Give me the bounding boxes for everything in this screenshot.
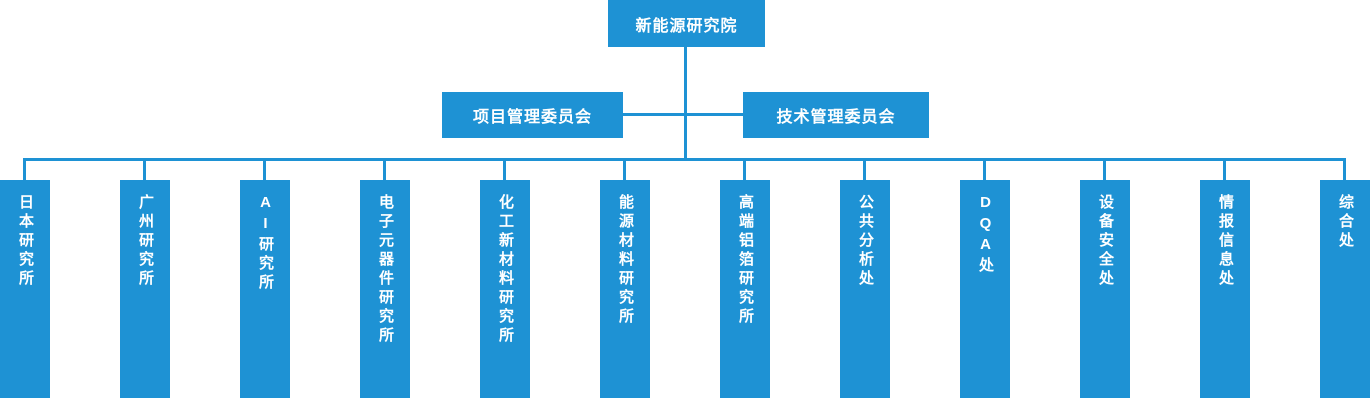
org-node-department-4[interactable]: 电子元器件研究所 <box>360 180 410 398</box>
org-node-root-label: 新能源研究院 <box>635 17 738 35</box>
connector-drop-9 <box>983 158 986 182</box>
connector-drop-1 <box>23 158 26 182</box>
connector-drop-7 <box>743 158 746 182</box>
org-node-department-11-label: 情报信息处 <box>1217 194 1234 289</box>
org-node-department-5[interactable]: 化工新材料研究所 <box>480 180 530 398</box>
connector-drop-8 <box>863 158 866 182</box>
connector-drop-4 <box>383 158 386 182</box>
connector-department-bus <box>23 158 1346 161</box>
connector-drop-11 <box>1223 158 1226 182</box>
org-node-department-12-label: 综合处 <box>1337 194 1354 251</box>
org-node-department-1-label: 日本研究所 <box>17 194 34 289</box>
connector-drop-6 <box>623 158 626 182</box>
connector-drop-12 <box>1343 158 1346 182</box>
org-node-committee-project-management[interactable]: 项目管理委员会 <box>442 92 623 138</box>
org-node-department-8[interactable]: 公共分析处 <box>840 180 890 398</box>
org-node-department-2[interactable]: 广州研究所 <box>120 180 170 398</box>
org-node-department-6-label: 能源材料研究所 <box>617 194 634 327</box>
org-node-department-6[interactable]: 能源材料研究所 <box>600 180 650 398</box>
org-node-department-9-label: DQA处 <box>977 194 994 276</box>
org-node-department-9[interactable]: DQA处 <box>960 180 1010 398</box>
connector-drop-3 <box>263 158 266 182</box>
org-node-department-1[interactable]: 日本研究所 <box>0 180 50 398</box>
org-node-committee-technical-management[interactable]: 技术管理委员会 <box>743 92 929 138</box>
org-node-department-2-label: 广州研究所 <box>137 194 154 289</box>
org-node-committee-technical-management-label: 技术管理委员会 <box>776 109 896 126</box>
connector-committee-horizontal <box>622 113 743 116</box>
org-node-root[interactable]: 新能源研究院 <box>608 0 765 47</box>
org-node-department-4-label: 电子元器件研究所 <box>377 194 394 346</box>
org-node-department-10[interactable]: 设备安全处 <box>1080 180 1130 398</box>
org-node-department-3[interactable]: AI研究所 <box>240 180 290 398</box>
org-node-department-7[interactable]: 高端铝箔研究所 <box>720 180 770 398</box>
connector-drop-10 <box>1103 158 1106 182</box>
connector-drop-5 <box>503 158 506 182</box>
org-node-department-5-label: 化工新材料研究所 <box>497 194 514 346</box>
connector-drop-2 <box>143 158 146 182</box>
org-node-department-12[interactable]: 综合处 <box>1320 180 1370 398</box>
org-node-department-11[interactable]: 情报信息处 <box>1200 180 1250 398</box>
org-node-department-10-label: 设备安全处 <box>1097 194 1114 289</box>
org-node-department-7-label: 高端铝箔研究所 <box>737 194 754 327</box>
org-node-department-3-label: AI研究所 <box>257 194 274 293</box>
org-node-committee-project-management-label: 项目管理委员会 <box>472 109 592 126</box>
connector-root-trunk <box>684 47 687 160</box>
org-node-department-8-label: 公共分析处 <box>857 194 874 289</box>
